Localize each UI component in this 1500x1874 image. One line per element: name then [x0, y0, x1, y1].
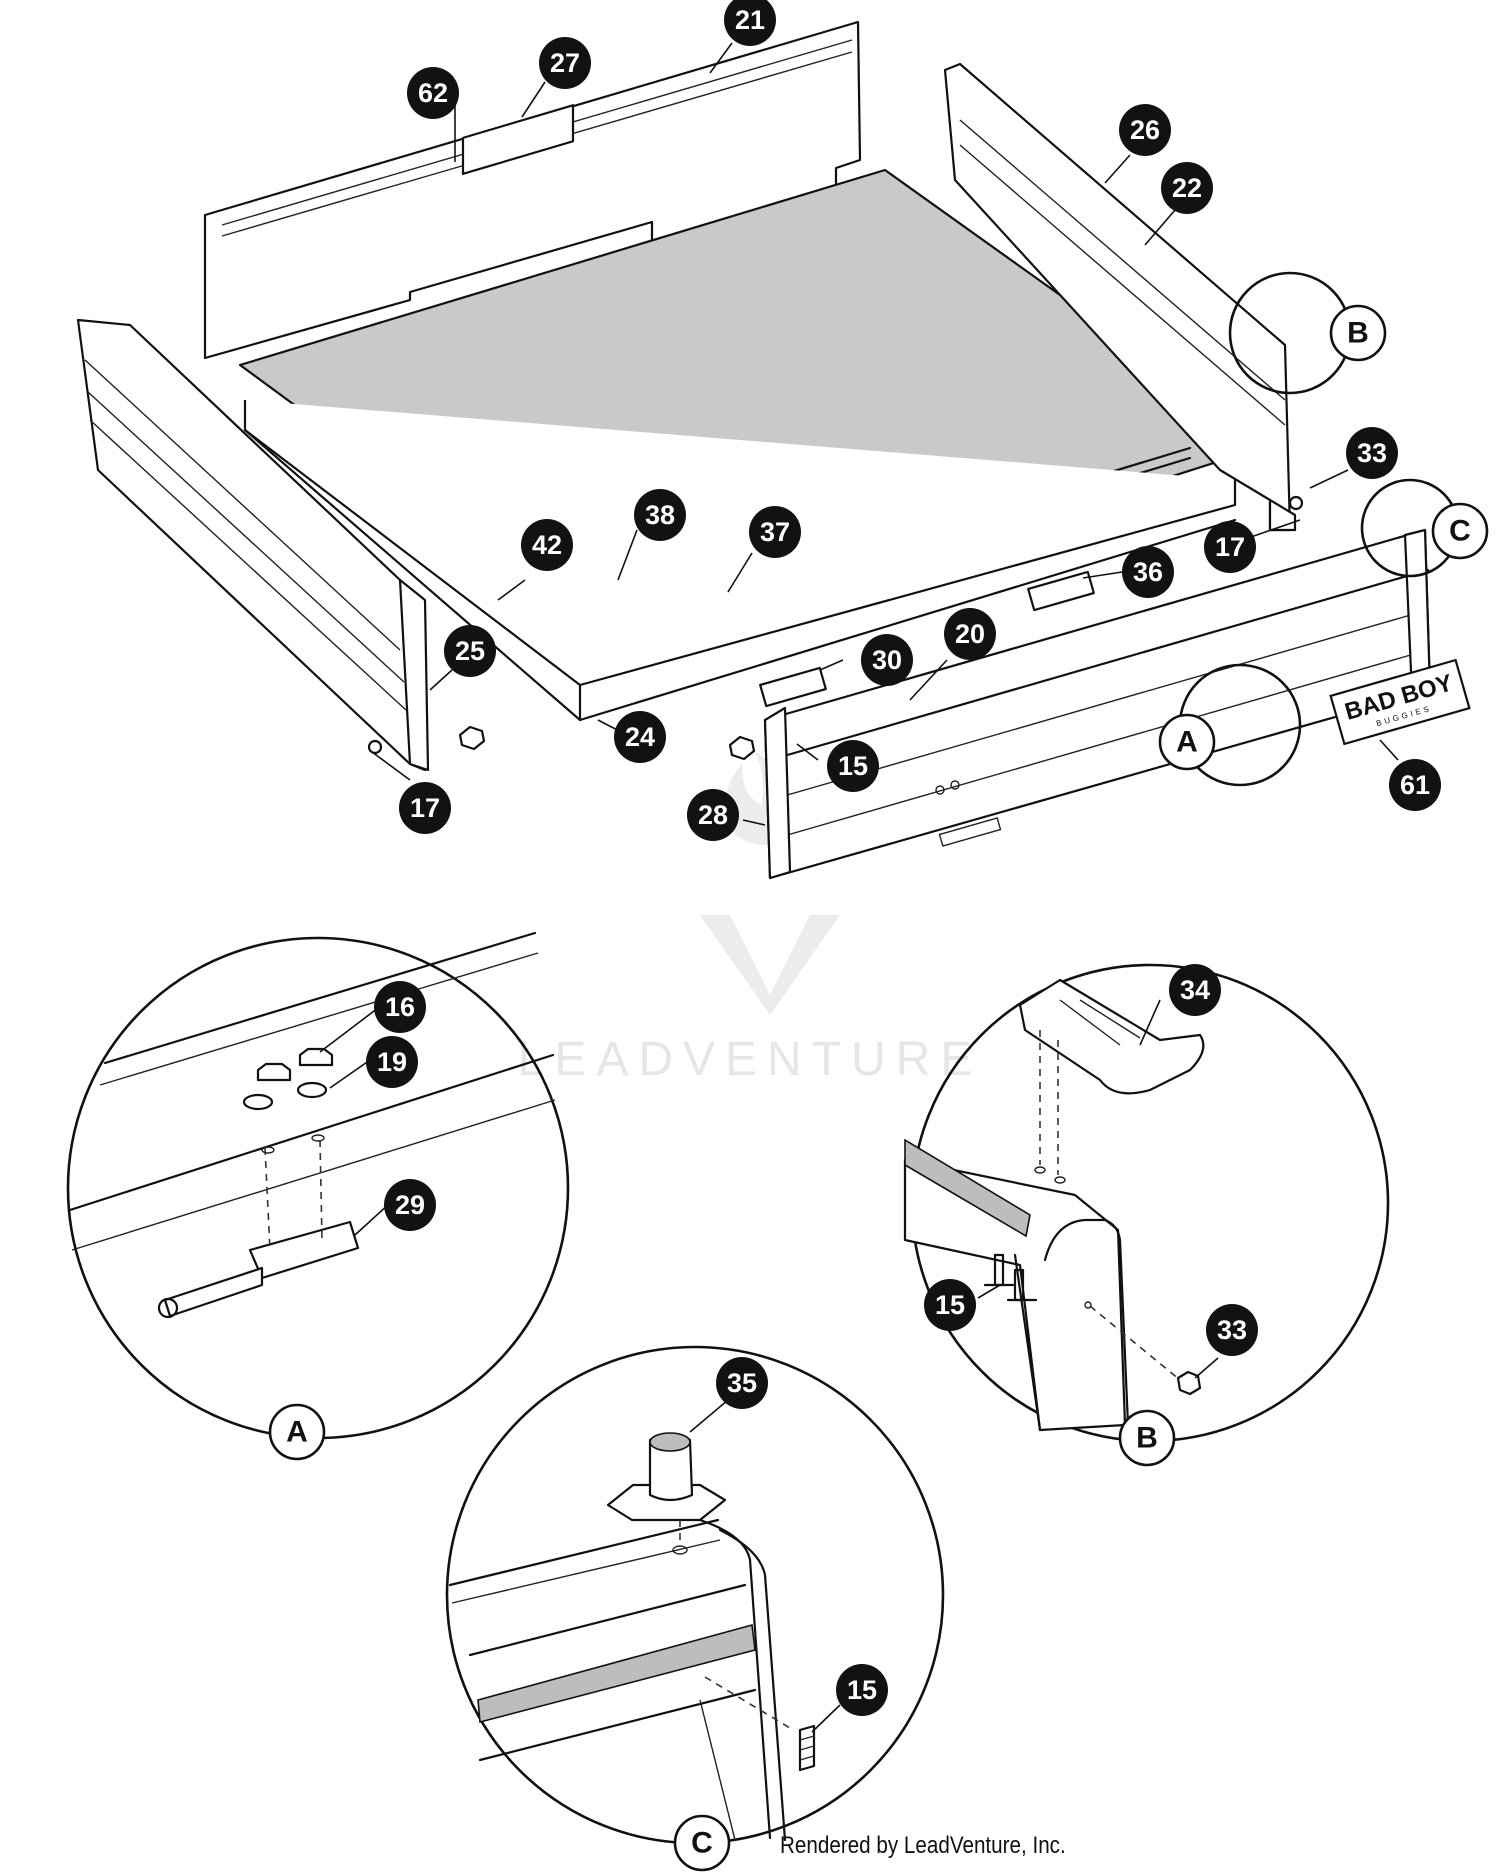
- svg-text:B: B: [1347, 317, 1369, 350]
- callout-42: 42: [521, 519, 573, 571]
- callout-33-b: 33: [1206, 1304, 1258, 1356]
- svg-text:42: 42: [532, 530, 562, 560]
- svg-text:33: 33: [1217, 1315, 1247, 1345]
- detail-c: [445, 1345, 945, 1845]
- svg-text:15: 15: [838, 751, 868, 781]
- callout-17-left: 17: [399, 782, 451, 834]
- svg-text:A: A: [1176, 726, 1198, 759]
- svg-text:22: 22: [1172, 173, 1202, 203]
- callout-15-b: 15: [924, 1279, 976, 1331]
- callout-28: 28: [687, 789, 739, 841]
- right-side-wall: [943, 62, 1297, 532]
- callout-61: 61: [1389, 759, 1441, 811]
- svg-text:33: 33: [1357, 438, 1387, 468]
- bad-boy-decal: BAD BOY BUGGIES: [1329, 658, 1471, 746]
- callout-62: 62: [407, 67, 459, 119]
- svg-text:C: C: [691, 1827, 713, 1860]
- callout-29: 29: [384, 1179, 436, 1231]
- callout-24: 24: [614, 711, 666, 763]
- svg-text:36: 36: [1133, 557, 1163, 587]
- callout-34: 34: [1169, 964, 1221, 1016]
- detail-marker-b-top: B: [1329, 304, 1387, 362]
- svg-text:30: 30: [872, 645, 902, 675]
- svg-text:61: 61: [1400, 770, 1430, 800]
- watermark-text: LEADVENTURE: [518, 1033, 983, 1086]
- svg-text:C: C: [1449, 515, 1471, 548]
- callout-22: 22: [1161, 162, 1213, 214]
- detail-b: [903, 963, 1390, 1443]
- callout-36: 36: [1122, 546, 1174, 598]
- detail-badges: B C A A B C: [268, 304, 1489, 1872]
- detail-marker-a-top: A: [1158, 713, 1216, 771]
- svg-text:27: 27: [550, 48, 580, 78]
- svg-text:29: 29: [395, 1190, 425, 1220]
- svg-text:26: 26: [1130, 115, 1160, 145]
- callout-15-top: 15: [827, 740, 879, 792]
- svg-text:24: 24: [625, 722, 655, 752]
- callout-16: 16: [374, 981, 426, 1033]
- callout-17-right: 17: [1204, 521, 1256, 573]
- svg-text:62: 62: [418, 78, 448, 108]
- svg-text:15: 15: [935, 1290, 965, 1320]
- svg-text:17: 17: [410, 793, 440, 823]
- support-rail: [243, 400, 1237, 722]
- left-side-wall: [76, 318, 430, 772]
- render-credit: Rendered by LeadVenture, Inc.: [780, 1832, 1066, 1859]
- svg-text:35: 35: [727, 1368, 757, 1398]
- callout-33-top: 33: [1346, 427, 1398, 479]
- callout-21: 21: [724, 0, 776, 46]
- callout-20: 20: [944, 608, 996, 660]
- svg-text:20: 20: [955, 619, 985, 649]
- detail-label-c: C: [673, 1814, 731, 1872]
- detail-marker-c-top: C: [1431, 502, 1489, 560]
- callout-37: 37: [749, 506, 801, 558]
- hardware-bits: [367, 495, 1304, 761]
- detail-label-a: A: [268, 1403, 326, 1461]
- callout-26: 26: [1119, 104, 1171, 156]
- callout-15-c: 15: [836, 1664, 888, 1716]
- svg-text:19: 19: [377, 1047, 407, 1077]
- tailgate: [763, 528, 1432, 880]
- svg-text:25: 25: [455, 636, 485, 666]
- callout-38: 38: [634, 489, 686, 541]
- svg-text:15: 15: [847, 1675, 877, 1705]
- callout-27: 27: [539, 37, 591, 89]
- callout-25: 25: [444, 625, 496, 677]
- callout-30: 30: [861, 634, 913, 686]
- svg-text:17: 17: [1215, 532, 1245, 562]
- svg-text:28: 28: [698, 800, 728, 830]
- callout-19: 19: [366, 1036, 418, 1088]
- svg-text:37: 37: [760, 517, 790, 547]
- svg-text:21: 21: [735, 5, 765, 35]
- detail-label-b: B: [1118, 1409, 1176, 1467]
- svg-text:38: 38: [645, 500, 675, 530]
- svg-text:16: 16: [385, 992, 415, 1022]
- callout-35: 35: [716, 1357, 768, 1409]
- svg-text:B: B: [1136, 1422, 1158, 1455]
- callout-badges: 62 27 21 26 22 33 17 36 38 37 42 25 20 3…: [366, 0, 1441, 1716]
- detail-a: [66, 931, 570, 1440]
- svg-text:34: 34: [1180, 975, 1210, 1005]
- svg-text:A: A: [286, 1416, 308, 1449]
